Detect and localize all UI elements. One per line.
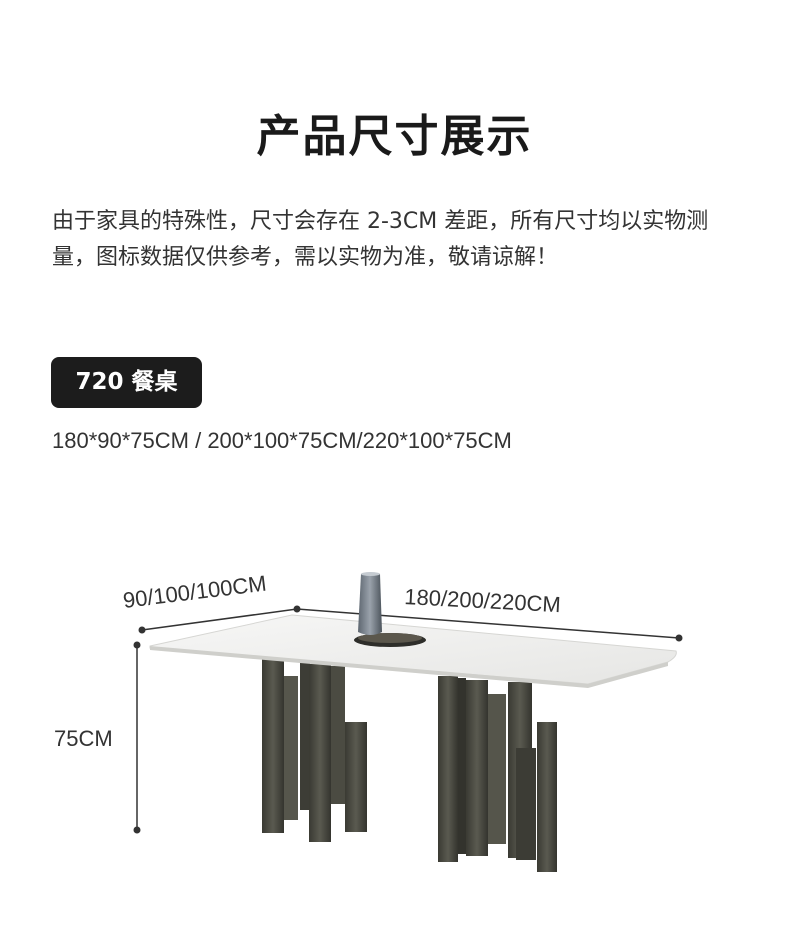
product-badge: 720 餐桌 [51, 357, 202, 408]
width-dimension-line [138, 605, 301, 634]
vase-decoration [354, 572, 426, 647]
width-label: 90/100/100CM [122, 571, 268, 613]
tabletop [149, 614, 677, 688]
page-title: 产品尺寸展示 [256, 111, 533, 162]
length-label: 180/200/220CM [404, 584, 562, 617]
size-disclaimer: 由于家具的特殊性，尺寸会存在 2-3CM 差距，所有尺寸均以实物测量，图标数据仅… [52, 209, 709, 270]
product-sizes: 180*90*75CM / 200*100*75CM/220*100*75CM [52, 428, 512, 453]
table-leg-right [438, 676, 557, 872]
table-leg-left [262, 658, 367, 842]
height-dimension-line [133, 641, 141, 834]
height-label: 75CM [54, 726, 113, 751]
